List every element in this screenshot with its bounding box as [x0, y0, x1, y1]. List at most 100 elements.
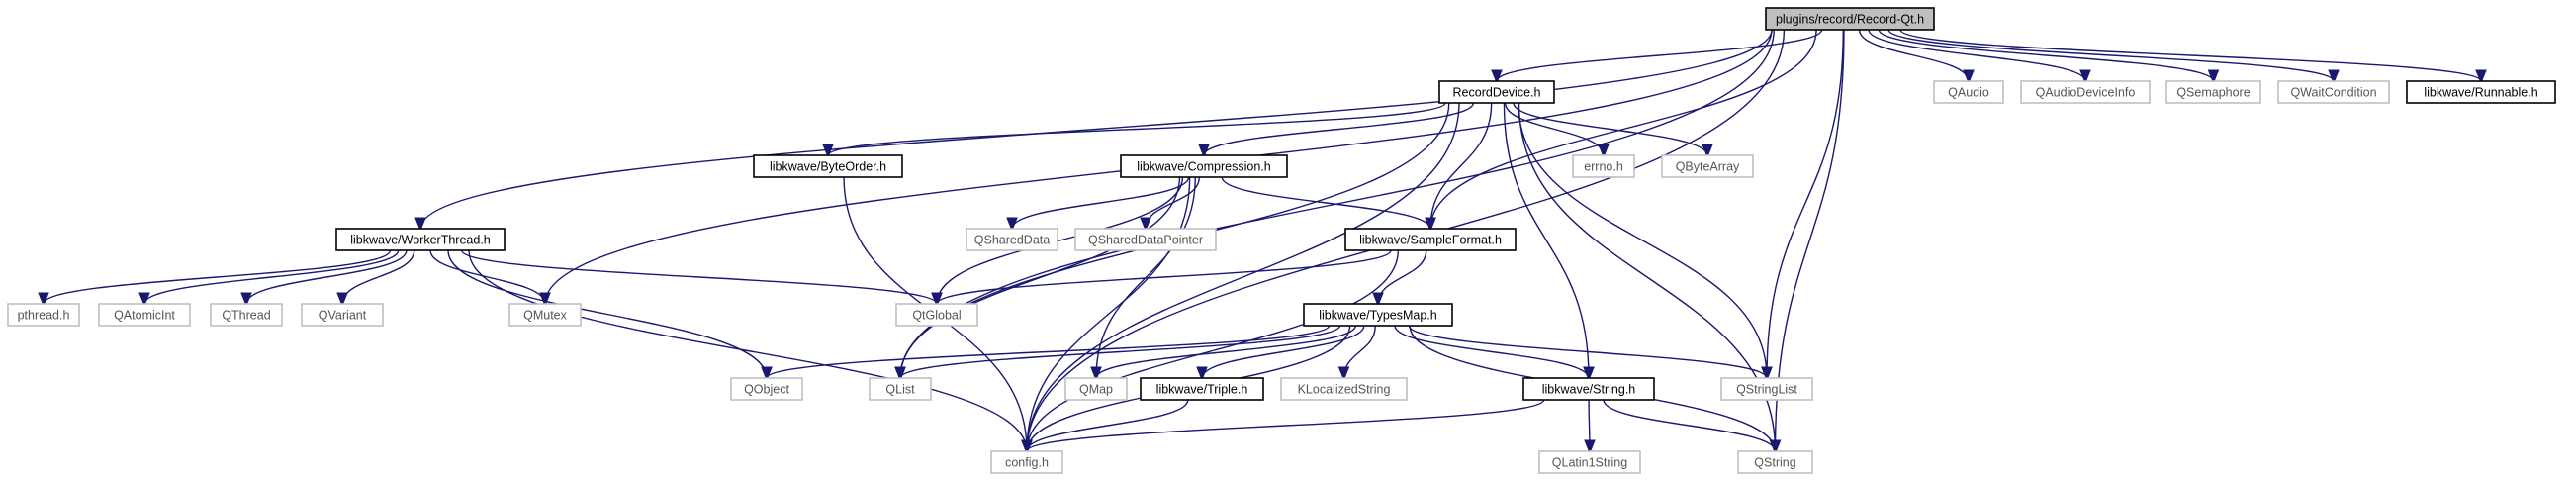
node-label: libkwave/Runnable.h [2424, 86, 2537, 100]
edge-string-to-config [1027, 399, 1545, 451]
node-box [2165, 80, 2261, 104]
node-label: QStringList [1736, 383, 1797, 397]
node-config: config.h [990, 450, 1063, 474]
node-qvariant: QVariant [301, 303, 384, 327]
node-box [301, 303, 384, 327]
edge-recorddevice-to-string [1503, 102, 1589, 378]
edge-recorddevice-to-errno [1504, 102, 1604, 155]
node-qshareddata: QSharedData [966, 228, 1058, 251]
node-box [2020, 80, 2151, 104]
edge-workerthread-to-qobject [447, 249, 767, 378]
edge-sampleformat-to-qtglobal [937, 249, 1392, 304]
node-sampleformat[interactable]: libkwave/SampleFormat.h [1344, 228, 1517, 251]
node-label: QMutex [523, 309, 568, 323]
edge-compression-to-sampleformat [1221, 176, 1430, 229]
node-box [1074, 228, 1217, 251]
node-compression[interactable]: libkwave/Compression.h [1120, 154, 1288, 178]
node-box [1140, 377, 1264, 401]
node-label: QVariant [319, 309, 367, 323]
node-label: QString [1754, 456, 1795, 470]
node-label: QThread [222, 309, 270, 323]
node-box [7, 303, 80, 327]
node-label: libkwave/TypesMap.h [1319, 309, 1437, 323]
node-qaudiodeviceinfo: QAudioDeviceInfo [2020, 80, 2151, 104]
node-label: QAudioDeviceInfo [2036, 86, 2136, 100]
node-label: libkwave/SampleFormat.h [1359, 234, 1502, 247]
edge-record_qt-to-workerthread [420, 29, 1773, 229]
node-label: QAtomicInt [114, 309, 175, 323]
node-qstringlist: QStringList [1720, 377, 1813, 401]
node-qatomicint: QAtomicInt [98, 303, 191, 327]
node-box [1438, 80, 1555, 104]
node-errno: errno.h [1572, 154, 1635, 178]
node-label: QAudio [1948, 86, 1989, 100]
edge-recorddevice-to-qstringlist [1518, 102, 1767, 378]
node-qaudio: QAudio [1933, 80, 2004, 104]
node-box [1064, 377, 1128, 401]
node-label: QWaitCondition [2290, 86, 2376, 100]
node-label: RecordDevice.h [1453, 86, 1541, 100]
node-runnable[interactable]: libkwave/Runnable.h [2406, 80, 2556, 104]
edge-compression-to-qlist [900, 176, 1181, 378]
node-qobject: QObject [730, 377, 803, 401]
node-typesmap[interactable]: libkwave/TypesMap.h [1303, 303, 1453, 327]
node-string[interactable]: libkwave/String.h [1522, 377, 1655, 401]
node-record_qt[interactable]: plugins/record/Record-Qt.h [1765, 7, 1935, 31]
node-box [895, 303, 978, 327]
node-box [1661, 154, 1754, 178]
edge-record_qt-to-qaudio [1858, 29, 1969, 81]
node-box [1303, 303, 1453, 327]
node-recorddevice[interactable]: RecordDevice.h [1438, 80, 1555, 104]
edge-workerthread-to-config [468, 249, 1027, 451]
edge-string-to-qlatin1string [1589, 399, 1590, 451]
node-label: libkwave/Triple.h [1156, 383, 1248, 397]
node-qsemaphore: QSemaphore [2165, 80, 2261, 104]
edge-record_qt-to-qwaitcondition [1887, 29, 2334, 81]
edge-workerthread-to-qatomicint [144, 249, 400, 304]
node-byteorder[interactable]: libkwave/ByteOrder.h [753, 154, 903, 178]
node-label: errno.h [1584, 160, 1623, 174]
edge-typesmap-to-klocalizedstring [1344, 325, 1376, 378]
edge-sampleformat-to-typesmap [1378, 249, 1427, 304]
edge-compression-to-qshareddata [1012, 176, 1190, 229]
node-box [1720, 377, 1813, 401]
edge-record_qt-to-qstring [1776, 29, 1845, 451]
edge-typesmap-to-qobject [767, 325, 1331, 378]
node-label: libkwave/Compression.h [1137, 160, 1271, 174]
node-label: QSharedDataPointer [1088, 234, 1203, 247]
edge-workerthread-to-qmutex [429, 249, 545, 304]
edge-workerthread-to-qvariant [342, 249, 415, 304]
edge-sampleformat-to-config [1027, 249, 1400, 451]
edge-workerthread-to-pthread [44, 249, 392, 304]
node-label: QList [885, 383, 915, 397]
node-label: QMap [1079, 383, 1113, 397]
node-qbytearray: QByteArray [1661, 154, 1754, 178]
node-label: QSemaphore [2176, 86, 2250, 100]
node-box [1344, 228, 1517, 251]
node-triple[interactable]: libkwave/Triple.h [1140, 377, 1264, 401]
node-workerthread[interactable]: libkwave/WorkerThread.h [335, 228, 506, 251]
edge-recorddevice-to-compression [1204, 102, 1475, 155]
node-qwaitcondition: QWaitCondition [2277, 80, 2390, 104]
node-box [1765, 7, 1935, 31]
edge-recorddevice-to-sampleformat [1430, 102, 1493, 229]
node-box [730, 377, 803, 401]
node-qtglobal: QtGlobal [895, 303, 978, 327]
node-box [210, 303, 283, 327]
edge-typesmap-to-qlist [900, 325, 1341, 378]
node-label: QObject [744, 383, 789, 397]
node-box [1120, 154, 1288, 178]
node-box [869, 377, 932, 401]
node-qlist: QList [869, 377, 932, 401]
edge-recorddevice-to-qbytearray [1513, 102, 1707, 155]
edge-workerthread-to-qthread [246, 249, 408, 304]
node-label: plugins/record/Record-Qt.h [1776, 13, 1924, 27]
edge-record_qt-to-recorddevice [1497, 29, 1823, 81]
edge-workerthread-to-qtglobal [461, 249, 937, 304]
edge-typesmap-to-string [1394, 325, 1589, 378]
edge-record_qt-to-qstringlist [1767, 29, 1844, 378]
node-label: QByteArray [1676, 160, 1740, 174]
node-label: KLocalizedString [1298, 383, 1391, 397]
node-qlatin1string: QLatin1String [1538, 450, 1641, 474]
edge-string-to-qstring [1603, 399, 1775, 451]
